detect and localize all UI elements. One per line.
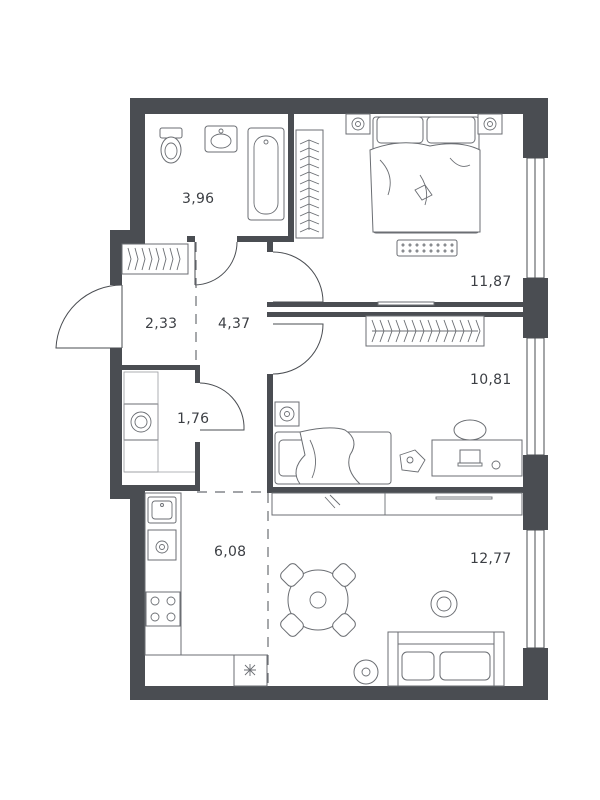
single-bed-icon [274,427,392,485]
wall-bottom [130,686,548,700]
bedroom-main-door-swing [272,251,324,303]
coffee-table-icon [353,659,379,685]
desk-icon [431,419,523,477]
cushion-icon [401,651,435,681]
doors [55,241,324,431]
pouf-icon [430,590,458,618]
wall-right-3 [523,455,548,530]
bathroom-door-swing [194,241,238,286]
chair-icon [280,563,304,587]
wall-right-1 [523,98,548,158]
wall-living-top [267,487,527,493]
rug-icon [396,239,458,257]
dining-table-icon [280,563,356,637]
area-label-living-room: 12,77 [470,551,512,567]
bathtub-icon [247,127,285,221]
area-label-wardrobe: 1,76 [177,411,209,427]
toilet-icon [159,127,183,164]
lamp-icon [491,460,501,470]
kitchen-sink-icon [147,496,177,524]
area-label-bedroom-main: 11,87 [470,274,512,290]
area-label-corridor: 4,37 [218,316,250,332]
wardrobe-door-swing [199,382,245,431]
chair-icon [332,563,356,587]
wall-left-upper [130,98,145,243]
walls [110,98,548,700]
wall-corridor-right-bottom [267,374,273,490]
dishwasher-icon [147,529,177,561]
bedroom-second-door-swing [272,323,324,375]
wall-hall-left-top [110,230,122,285]
wall-corridor-right-top [267,242,273,252]
chair-icon [280,613,304,637]
chair-icon [453,419,487,441]
wall-right-2 [523,278,548,338]
wall-hall-left-bottom [110,348,122,498]
chair-icon [332,613,356,637]
wardrobe-bedroom-main [295,129,324,239]
wall-bedroom-divider-2 [267,312,527,317]
zone-lines [195,242,269,686]
windows [526,157,545,649]
bathroom-fixtures [159,125,285,221]
wall-wardrobe-bottom [120,485,200,491]
area-label-bathroom: 3,96 [182,191,214,207]
wall-bath-bottom [237,236,294,242]
pillow-icon [376,116,424,144]
washing-machine-icon [123,403,159,441]
sofa-icon [387,631,505,687]
tv-stand-icon [271,492,523,516]
area-label-kitchen: 6,08 [214,544,246,560]
wardrobe-hall [121,243,189,275]
stove-icon [145,591,181,627]
toy-icon [399,449,426,473]
double-bed-icon [369,116,481,234]
wall-right-4 [523,648,548,700]
wall-top [130,98,548,114]
wall-wardrobe-right-bottom [195,442,200,488]
nightstand-second [274,401,300,427]
wardrobe-bedroom-second [365,315,485,347]
boiler-icon [233,654,268,687]
nightstand-left [345,113,371,135]
pillow-icon [426,116,476,144]
sink-icon [204,125,238,153]
area-label-entrance-hall: 2,33 [145,316,177,332]
storage-shelves [123,371,195,473]
area-labels: 3,96 11,87 2,33 4,37 10,81 1,76 6,08 12,… [145,191,512,567]
tv-panel-icon [377,301,435,306]
laptop-icon [459,449,481,464]
wall-bath-bedroom [288,114,294,242]
wall-bath-bottom-left [187,236,195,242]
entrance-door-swing [55,284,123,349]
wall-wardrobe-right-top [195,365,200,383]
nightstand-right [477,113,503,135]
wall-left-lower [130,485,145,700]
cushion-icon [439,651,491,681]
wall-wardrobe-top [120,365,200,370]
area-label-bedroom-second: 10,81 [470,372,512,388]
